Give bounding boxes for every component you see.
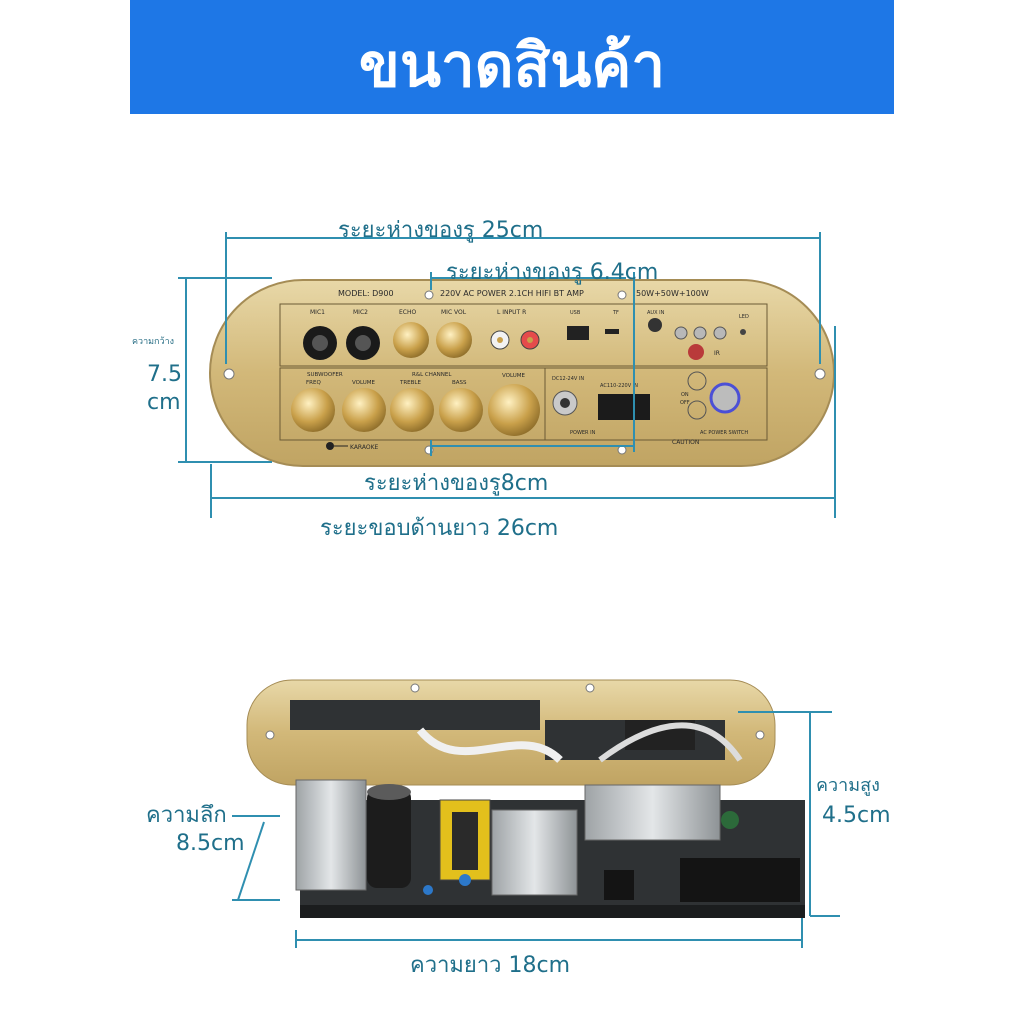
aux-in-label: AUX IN — [647, 310, 665, 316]
width-value-line2: cm — [147, 390, 181, 415]
treble-label: TREBLE — [399, 380, 421, 386]
usb-label: USB — [570, 310, 581, 316]
on-label: ON — [681, 392, 689, 398]
amplifier-front-panel — [209, 279, 835, 467]
top-measure-lines — [178, 232, 836, 518]
edge-length-26-label: ระยะขอบด้านยาว 26cm — [320, 516, 559, 541]
karaoke-label: KARAOKE — [350, 444, 379, 451]
mic2-label: MIC2 — [353, 309, 368, 316]
led-label: LED — [739, 314, 749, 320]
caution-label: CAUTION — [672, 439, 699, 446]
input-label: L INPUT R — [497, 309, 526, 316]
mic-vol-label: MIC VOL — [441, 309, 467, 316]
echo-label: ECHO — [399, 309, 416, 316]
off-label: OFF — [680, 400, 690, 406]
mic1-label: MIC1 — [310, 309, 325, 316]
depth-value-label: 8.5cm — [176, 831, 245, 856]
ir-label: IR — [714, 350, 720, 357]
model-label: MODEL: D900 — [338, 289, 394, 298]
power-in-label: POWER IN — [570, 430, 596, 436]
height-title-label: ความสูง — [816, 775, 880, 796]
hole-spacing-8-label: ระยะห่างของรู8cm — [364, 471, 549, 496]
amp-header-label: 220V AC POWER 2.1CH HIFI BT AMP — [440, 289, 584, 298]
subwoofer-label: SUBWOOFER — [307, 372, 343, 378]
length-label: ความยาว 18cm — [410, 953, 571, 978]
ac-switch-label: AC POWER SWITCH — [700, 430, 748, 436]
hole-spacing-25-label: ระยะห่างของรู 25cm — [338, 218, 544, 243]
main-volume-label: VOLUME — [502, 373, 526, 379]
width-value-line1: 7.5 — [147, 362, 182, 387]
power-rating-label: 50W+50W+100W — [636, 289, 709, 298]
height-value-label: 4.5cm — [822, 803, 891, 828]
title-banner: ขนาดสินค้า — [130, 0, 894, 114]
dc-in-label: DC12-24V IN — [552, 376, 584, 382]
hole-spacing-6-4-label: ระยะห่างของรู 6.4cm — [446, 260, 659, 285]
tf-label: TF — [612, 310, 619, 316]
bottom-measure-lines — [232, 711, 840, 948]
freq-label: FREQ — [306, 380, 321, 386]
banner-title: ขนาดสินค้า — [358, 31, 666, 101]
width-title-label: ความกว้าง — [132, 337, 175, 347]
depth-title-label: ความลึก — [146, 803, 227, 828]
ac-in-label: AC110-220V IN — [600, 383, 638, 389]
amplifier-circuit-board — [246, 679, 805, 918]
rl-channel-label: R&L CHANNEL — [412, 372, 452, 378]
sub-volume-label: VOLUME — [352, 380, 376, 386]
bass-label: BASS — [452, 380, 467, 386]
